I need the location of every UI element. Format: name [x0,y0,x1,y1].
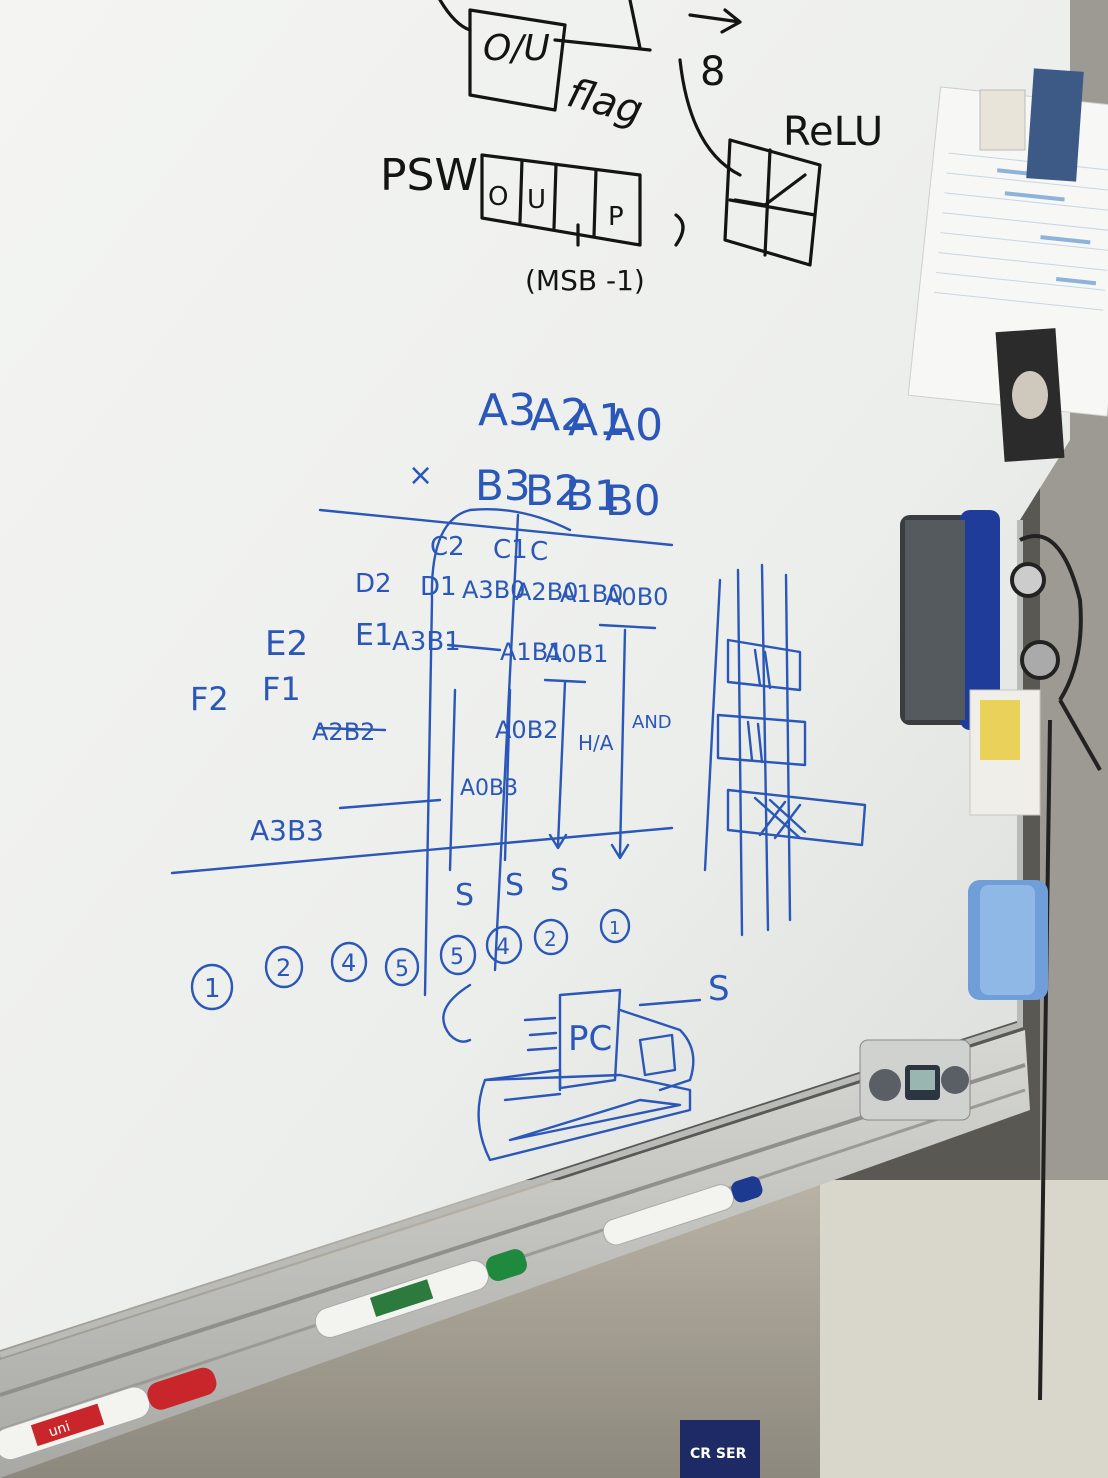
clock-stand [859,1039,971,1121]
whiteboard-frame-edge [0,520,1023,1358]
relu-label: ReLU [783,109,883,155]
eight: 8 [700,49,725,95]
headphones [1010,534,1102,1401]
step-1: 1 [204,974,221,1004]
psw-field-o: O [488,182,508,212]
row1-a2b0: A2B0 [515,578,578,606]
row3-a2b2: A2B2 [312,718,375,746]
step-4: 5 [395,957,409,982]
marker-red: uni [0,1367,217,1461]
sum-1: S [455,878,474,913]
multiplier-b3: B3 [475,461,531,510]
times-sign: × [408,458,433,493]
sum-2: S [505,868,524,903]
booklet-accent [980,700,1020,760]
multiplicand-a3: A3 [478,385,536,436]
marker-blue [602,1176,763,1246]
row1-d1: D1 [420,572,457,602]
eraser-large [900,510,1000,730]
pc-label: PC [568,1019,612,1059]
step-3: 4 [341,949,356,977]
shelf-cabinet [820,1180,1108,1478]
multiplier-b0: B0 [605,476,661,525]
row2-a3b1: A3B1 [392,627,461,657]
relu-sketch: ReLU [678,58,883,267]
eraser-small [968,880,1048,1000]
multiplier-b2: B2 [525,466,581,515]
marker-green [314,1249,527,1338]
book-title: CR SER [690,1446,747,1462]
carry-c: C [530,537,548,567]
flag-sketch: O/U flag 8 [438,0,742,134]
book [680,1420,760,1478]
row2-e2: E2 [265,624,308,664]
carry-c1: C1 [493,535,528,565]
step-7: 2 [544,927,557,951]
row2-a0b1: A0B1 [545,640,608,668]
row4-a0b3: A0B3 [460,776,518,801]
row1-d2: D2 [355,569,392,599]
sum-3: S [550,863,569,898]
multiplicand-a0: A0 [605,400,663,451]
step-2: 2 [276,954,291,982]
gantt-chart-paper [907,86,1108,417]
postcard [1026,68,1084,182]
step-5: 5 [450,945,464,970]
tray-lip [0,1063,1026,1397]
marker-label: uni [47,1419,73,1441]
multiplier-b1: B1 [565,471,621,520]
register-side-diagram [703,563,867,937]
einstein-face [1012,371,1048,419]
multiplicand-a1: A1 [568,395,626,446]
multiplication-diagram: A3 A2 A1 A0 × B3 B2 B1 B0 C2 C1 C D2 D1 … [170,385,867,1162]
row3-f2: F2 [190,680,229,718]
psw-label: PSW [380,150,478,201]
row2-e1: E1 [355,618,393,653]
multiplicand-a2: A2 [530,390,588,441]
msb-note: (MSB -1) [525,264,645,297]
half-adder-label: H/A [578,731,614,755]
flag-box-label: O/U [483,28,550,69]
psw-register: PSW O U P (MSB -1) [380,150,685,297]
step-6: 4 [496,935,510,960]
row1-a0b0: A0B0 [605,583,668,611]
psw-field-p: P [608,202,624,232]
row4-a3b3: A3B3 [250,814,324,847]
row1-a1b0: A1B0 [560,580,623,608]
step-numbers: 1 2 4 5 5 4 2 1 [190,908,631,1011]
magnet-clip [979,89,1026,151]
extra-s: S [708,969,730,1009]
step-8: 1 [609,918,620,939]
whiteboard-surface [0,0,1070,1350]
row3-a0b2: A0B2 [495,716,558,744]
and-label: AND [632,712,672,733]
row3-f1: F1 [262,670,301,708]
psw-field-u: U [527,185,546,215]
